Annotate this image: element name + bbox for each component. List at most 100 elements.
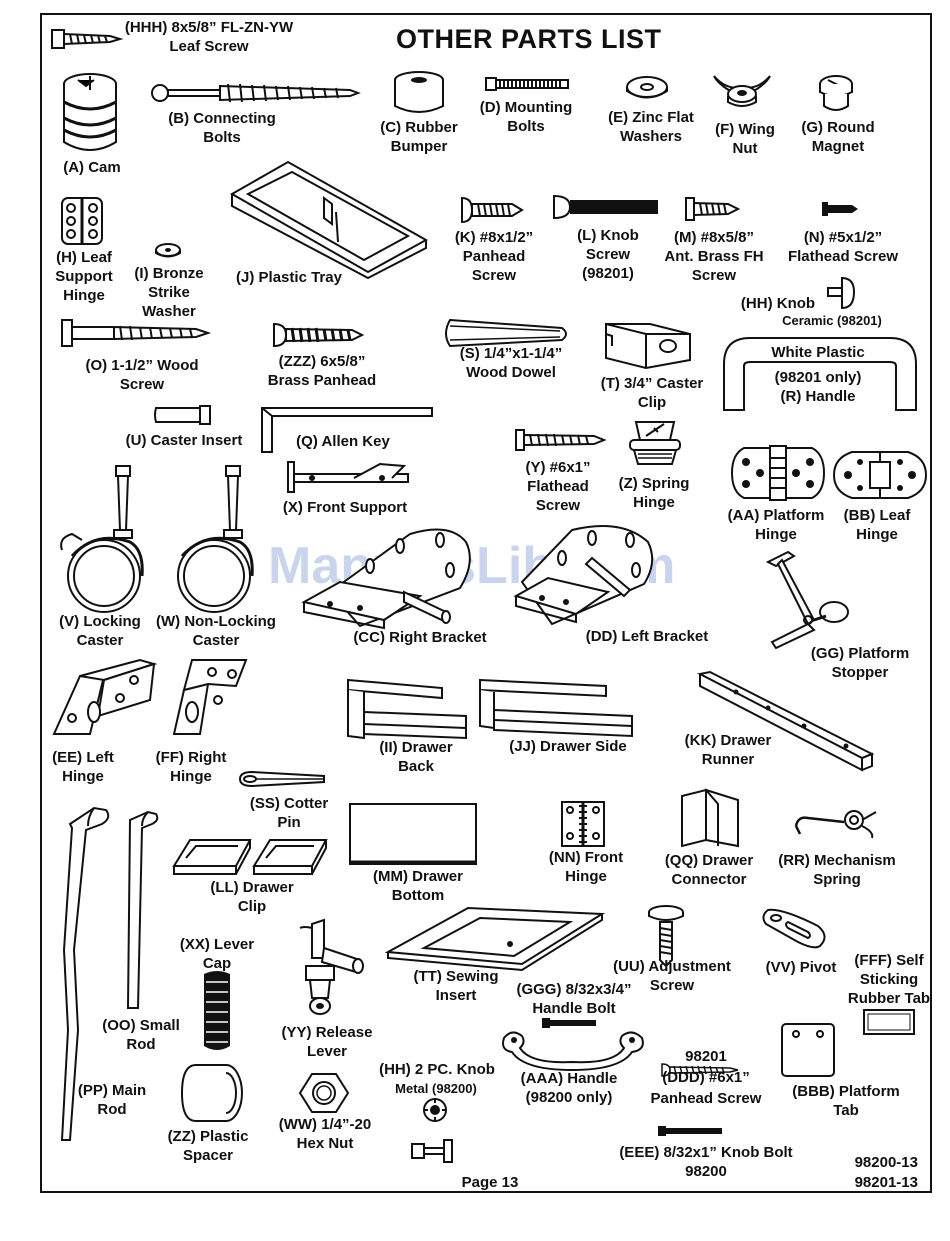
plastic-tray-icon xyxy=(228,160,429,280)
label-ww: (WW) 1/4”-20 Hex Nut xyxy=(278,1116,372,1152)
label-cc: (CC) Right Bracket xyxy=(353,629,487,646)
label-fff: (FFF) Self Sticking Rubber Tab xyxy=(847,952,931,1007)
flat-washer-icon xyxy=(624,74,670,104)
label-o: (O) 1-1/2” Wood Screw xyxy=(85,357,199,393)
label-r: (98201 only) (R) Handle xyxy=(774,369,862,405)
wing-nut-icon xyxy=(710,74,774,110)
doc-code-98201: 98201-13 xyxy=(854,1174,918,1191)
label-oo: (OO) Small Rod xyxy=(102,1017,180,1053)
label-bb: (BB) Leaf Hinge xyxy=(843,507,911,543)
right-bracket-icon xyxy=(300,522,500,632)
drawer-back-icon xyxy=(344,676,470,744)
label-k: (K) #8x1/2” Panhead Screw xyxy=(454,229,534,284)
wood-dowel-icon xyxy=(440,318,570,348)
label-bbb: (BBB) Platform Tab xyxy=(792,1083,900,1119)
page-border xyxy=(40,13,932,1193)
locking-caster-icon xyxy=(56,464,152,614)
label-ss: (SS) Cotter Pin xyxy=(249,795,329,831)
label-uu: (UU) Adjustment Screw xyxy=(613,958,731,994)
label-ii: (II) Drawer Back xyxy=(379,739,453,775)
adjustment-screw-icon xyxy=(646,904,686,968)
label-u: (U) Caster Insert xyxy=(125,432,243,449)
knob-bolt-icon xyxy=(656,1124,726,1138)
label-ll: (LL) Drawer Clip xyxy=(210,879,294,915)
label-hh-knob: (HH) Knob xyxy=(740,295,816,312)
right-hinge-icon xyxy=(170,656,250,738)
label-ff: (FF) Right Hinge xyxy=(155,749,227,785)
leaf-screw-icon xyxy=(50,26,124,52)
label-d: (D) Mounting Bolts xyxy=(479,99,573,135)
drawer-connector-icon xyxy=(678,788,742,848)
doc-code-98200: 98200-13 xyxy=(854,1154,918,1171)
label-x: (X) Front Support xyxy=(282,499,408,516)
label-ddd: 98201 (DDD) #6x1” Panhead Screw xyxy=(650,1048,762,1107)
label-pp: (PP) Main Rod xyxy=(77,1082,147,1118)
label-z: (Z) Spring Hinge xyxy=(618,475,690,511)
label-s: (S) 1/4”x1-1/4” Wood Dowel xyxy=(459,345,563,381)
mechanism-spring-icon xyxy=(794,806,880,840)
release-lever-icon xyxy=(298,918,368,1018)
front-support-icon xyxy=(284,460,416,494)
6x1-flathead-screw-icon xyxy=(514,428,607,452)
label-hh2: (HH) 2 PC. Knob xyxy=(379,1061,495,1078)
mounting-bolt-icon xyxy=(484,74,572,94)
left-bracket-icon xyxy=(512,518,662,630)
brass-panhead-screw-icon xyxy=(272,322,365,348)
brass-fh-screw-icon xyxy=(684,196,741,222)
label-qq: (QQ) Drawer Connector xyxy=(664,852,754,888)
label-aaa: (AAA) Handle (98200 only) xyxy=(520,1070,618,1106)
handle-icon xyxy=(720,334,920,412)
knob-stem-icon xyxy=(410,1138,460,1164)
label-t: (T) 3/4” Caster Clip xyxy=(600,375,704,411)
cotter-pin-icon xyxy=(238,768,328,790)
page-title: OTHER PARTS LIST xyxy=(396,24,662,54)
wood-screw-icon xyxy=(60,318,212,348)
small-rod-icon xyxy=(120,808,160,1012)
label-eee: (EEE) 8/32x1” Knob Bolt 98200 xyxy=(619,1144,793,1180)
label-hh-ceramic: Ceramic (98201) xyxy=(782,313,882,328)
label-mm: (MM) Drawer Bottom xyxy=(372,868,463,904)
plastic-spacer-icon xyxy=(178,1062,246,1124)
label-vv: (VV) Pivot xyxy=(765,959,837,976)
cam-icon xyxy=(60,72,120,154)
panhead-screw-icon xyxy=(460,196,524,224)
label-a: (A) Cam xyxy=(63,159,121,176)
label-e: (E) Zinc Flat Washers xyxy=(608,109,694,145)
label-aa: (AA) Platform Hinge xyxy=(727,507,825,543)
drawer-clip-icon xyxy=(170,836,330,878)
platform-stopper-icon xyxy=(764,550,864,650)
leaf-support-hinge-icon xyxy=(60,196,104,246)
label-ee: (EE) Left Hinge xyxy=(52,749,114,785)
platform-hinge-icon xyxy=(730,444,826,502)
label-zz: (ZZ) Plastic Spacer xyxy=(167,1128,249,1164)
front-hinge-icon xyxy=(560,800,606,848)
label-g: (G) Round Magnet xyxy=(801,119,875,155)
drawer-bottom-icon xyxy=(348,802,478,866)
label-c: (C) Rubber Bumper xyxy=(380,119,458,155)
label-dd: (DD) Left Bracket xyxy=(585,628,709,645)
caster-insert-icon xyxy=(154,404,214,426)
label-kk: (KK) Drawer Runner xyxy=(684,732,772,768)
platform-tab-icon xyxy=(780,1022,836,1078)
left-hinge-icon xyxy=(50,656,160,738)
allen-key-icon xyxy=(258,404,436,456)
6x1-panhead-screw-icon xyxy=(660,1062,740,1078)
non-locking-caster-icon xyxy=(170,464,260,614)
rubber-bumper-icon xyxy=(392,70,446,116)
label-w: (W) Non-Locking Caster xyxy=(156,613,276,649)
label-v: (V) Locking Caster xyxy=(59,613,141,649)
label-j: (J) Plastic Tray xyxy=(236,269,342,286)
rubber-tab-icon xyxy=(862,1008,916,1036)
hex-nut-icon xyxy=(298,1070,350,1116)
drawer-runner-icon xyxy=(696,670,875,774)
label-jj: (JJ) Drawer Side xyxy=(509,738,627,755)
flathead-screw-icon xyxy=(820,200,860,218)
label-r-white: White Plastic xyxy=(771,344,865,361)
label-i: (I) Bronze Strike Washer xyxy=(134,265,204,320)
label-l: (L) Knob Screw (98201) xyxy=(577,227,639,282)
label-ggg: (GGG) 8/32x3/4” Handle Bolt xyxy=(516,981,632,1017)
leaf-hinge-icon xyxy=(832,448,928,502)
label-n: (N) #5x1/2” Flathead Screw xyxy=(787,229,899,265)
label-nn: (NN) Front Hinge xyxy=(548,849,624,885)
lever-cap-icon xyxy=(200,968,234,1054)
